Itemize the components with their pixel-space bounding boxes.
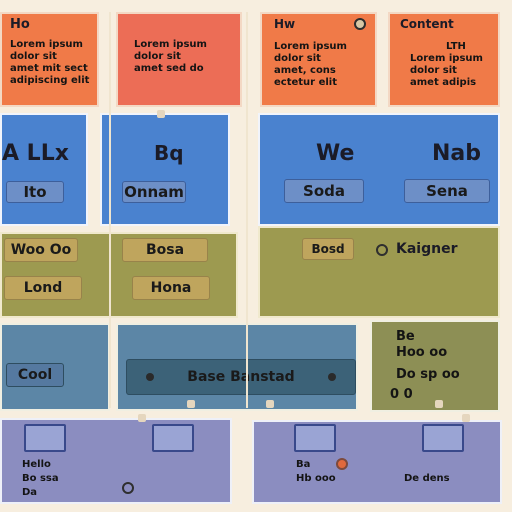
panel-steel-right[interactable]: Be Hoo oo Do sp oo 0 0 xyxy=(370,320,500,412)
panel-chip[interactable]: Ito xyxy=(6,181,64,203)
panel-line: Lorem ipsum xyxy=(410,53,483,64)
panel-blue-2[interactable]: Bq Onnam xyxy=(100,113,230,226)
panel-line: Do sp oo xyxy=(396,367,460,382)
panel-chip[interactable]: Base Banstad xyxy=(126,359,356,395)
panel-title: Hw xyxy=(274,17,296,31)
panel-blue-3[interactable]: We Nab Soda Sena xyxy=(258,113,500,226)
panel-line: amet sed do xyxy=(134,63,204,74)
panel-steel-mid[interactable]: Base Banstad xyxy=(116,323,358,411)
panel-line: dolor sit xyxy=(134,51,181,62)
radio-icon[interactable] xyxy=(376,244,388,256)
panel-top-mid-right[interactable]: Hw Lorem ipsum dolor sit amet, cons ecte… xyxy=(260,12,377,107)
panel-top-right[interactable]: Content LTH Lorem ipsum dolor sit amet a… xyxy=(388,12,500,107)
status-dot xyxy=(146,373,154,381)
mini-tab[interactable] xyxy=(294,424,336,452)
panel-line: adipiscing elit xyxy=(10,75,90,86)
panel-title: We xyxy=(316,141,355,166)
panel-chip[interactable]: Cool xyxy=(6,363,64,387)
panel-olive-left[interactable]: Woo Oo Lond Bosa Hona xyxy=(0,232,238,318)
panel-chip[interactable]: Soda xyxy=(284,179,364,203)
panel-line: amet, cons xyxy=(274,65,336,76)
panel-label: Kaigner xyxy=(396,241,458,257)
panel-steel-left[interactable]: Cool xyxy=(0,323,110,411)
panel-line: dolor sit xyxy=(274,53,321,64)
settings-icon[interactable] xyxy=(354,18,366,30)
panel-title: Content xyxy=(400,17,454,31)
panel-line: 0 0 xyxy=(390,387,413,402)
panel-line: dolor sit xyxy=(10,51,57,62)
panel-title: Nab xyxy=(432,141,482,166)
pin xyxy=(266,400,274,408)
panel-chip[interactable]: Hona xyxy=(132,276,210,300)
pin xyxy=(138,414,146,422)
panel-chip[interactable]: Bosd xyxy=(302,238,354,260)
panel-line: Da xyxy=(22,487,38,498)
mini-tab[interactable] xyxy=(152,424,194,452)
pin xyxy=(462,414,470,422)
panel-chip[interactable]: Lond xyxy=(4,276,82,300)
panel-top-left[interactable]: Ho Lorem ipsum dolor sit amet mit sect a… xyxy=(0,12,99,107)
panel-line: Lorem ipsum xyxy=(134,39,207,50)
mini-tab[interactable] xyxy=(24,424,66,452)
panel-line: LTH xyxy=(446,41,466,52)
panel-line: Lorem ipsum xyxy=(274,41,347,52)
panel-blue-1[interactable]: A LLx Ito xyxy=(0,113,88,226)
panel-olive-right[interactable]: Bosd Kaigner xyxy=(258,226,500,318)
pin xyxy=(157,110,165,118)
mini-tab[interactable] xyxy=(422,424,464,452)
panel-chip[interactable]: Onnam xyxy=(122,181,186,203)
panel-line: Bo ssa xyxy=(22,473,59,484)
panel-line: De dens xyxy=(404,473,450,484)
panel-line: Ba xyxy=(296,459,311,470)
panel-lilac-right[interactable]: Ba Hb ooo De dens xyxy=(252,420,502,504)
divider xyxy=(109,12,111,408)
panel-chip[interactable]: Woo Oo xyxy=(4,238,78,262)
panel-line: Hb ooo xyxy=(296,473,336,484)
pin xyxy=(435,400,443,408)
panel-title: A LLx xyxy=(2,141,69,166)
record-icon[interactable] xyxy=(336,458,348,470)
panel-title: Bq xyxy=(154,141,184,165)
panel-top-mid-left[interactable]: Lorem ipsum dolor sit amet sed do xyxy=(116,12,242,107)
panel-line: ectetur elit xyxy=(274,77,338,88)
panel-lilac-left[interactable]: Hello Bo ssa Da xyxy=(0,418,232,504)
radio-icon[interactable] xyxy=(122,482,134,494)
panel-chip[interactable]: Sena xyxy=(404,179,490,203)
panel-line: dolor sit xyxy=(410,65,457,76)
panel-line: Lorem ipsum xyxy=(10,39,83,50)
panel-line: Hoo oo xyxy=(396,345,448,360)
status-dot xyxy=(328,373,336,381)
panel-line: amet mit sect xyxy=(10,63,88,74)
pin xyxy=(187,400,195,408)
panel-chip[interactable]: Bosa xyxy=(122,238,208,262)
panel-line: amet adipis xyxy=(410,77,477,88)
divider xyxy=(246,12,248,408)
panel-title: Ho xyxy=(10,17,30,32)
panel-line: Hello xyxy=(22,459,51,470)
panel-line: Be xyxy=(396,329,415,344)
